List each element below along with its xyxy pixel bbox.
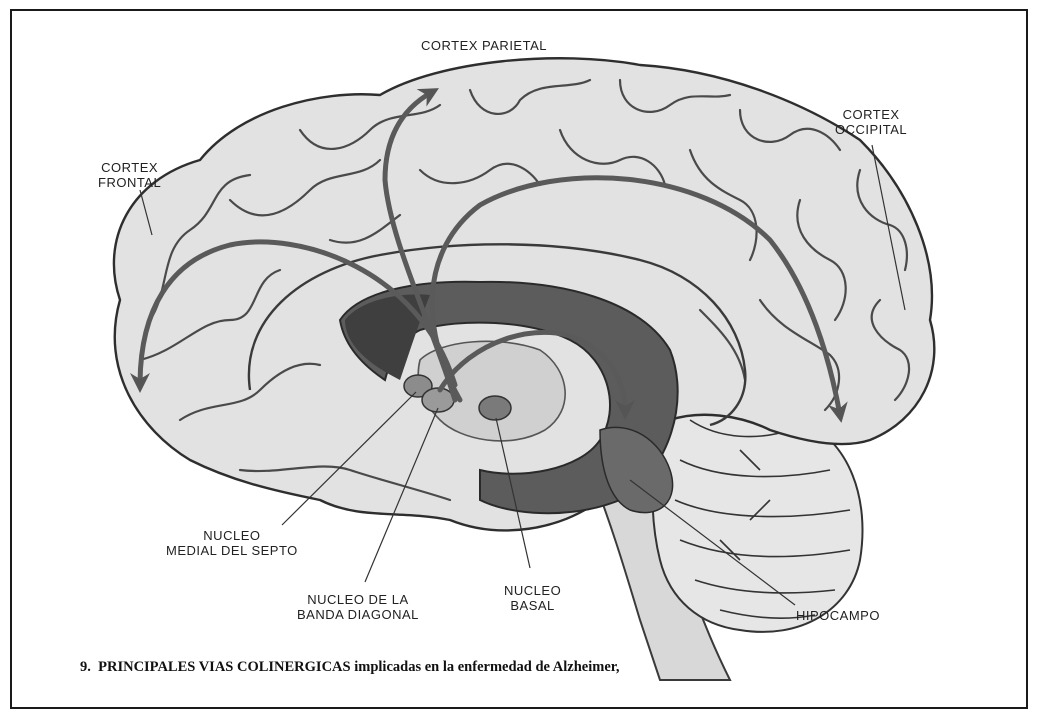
label-nucleo-banda-line1: NUCLEO DE LA	[297, 592, 419, 607]
label-cortex-frontal-line1: CORTEX	[98, 160, 161, 175]
label-cortex-occipital: CORTEX OCCIPITAL	[835, 107, 907, 137]
basal-nucleus-blob	[479, 396, 511, 420]
label-nucleo-basal: NUCLEO BASAL	[504, 583, 561, 613]
label-cortex-parietal: CORTEX PARIETAL	[421, 38, 547, 53]
label-nucleo-banda-diagonal: NUCLEO DE LA BANDA DIAGONAL	[297, 592, 419, 622]
caption-rest: implicadas en la enfermedad de Alzheimer…	[354, 659, 619, 675]
label-cortex-frontal-line2: FRONTAL	[98, 175, 161, 190]
label-cortex-frontal: CORTEX FRONTAL	[98, 160, 161, 190]
caption-number: 9.	[80, 659, 91, 675]
label-nucleo-medial-line1: NUCLEO	[166, 528, 298, 543]
label-nucleo-basal-line2: BASAL	[504, 598, 561, 613]
label-nucleo-medial-line2: MEDIAL DEL SEPTO	[166, 543, 298, 558]
label-cortex-occipital-line2: OCCIPITAL	[835, 122, 907, 137]
label-nucleo-banda-line2: BANDA DIAGONAL	[297, 607, 419, 622]
label-hipocampo: HIPOCAMPO	[796, 608, 880, 623]
caption-title: PRINCIPALES VIAS COLINERGICAS	[98, 659, 350, 675]
label-nucleo-medial-septo: NUCLEO MEDIAL DEL SEPTO	[166, 528, 298, 558]
label-nucleo-basal-line1: NUCLEO	[504, 583, 561, 598]
label-cortex-occipital-line1: CORTEX	[835, 107, 907, 122]
figure-caption: 9. PRINCIPALES VIAS COLINERGICAS implica…	[80, 659, 620, 676]
